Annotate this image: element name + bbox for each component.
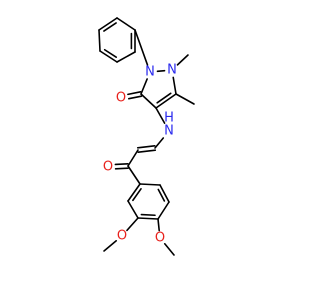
atom-label-n1: N [145,65,155,80]
bond-n1-n2 [156,69,166,73]
atom-label-nh-0: H [164,111,174,126]
bond-nh-c_v1 [154,137,165,149]
bond-c_ar1-c_ar2-inner [132,188,142,202]
bond-c_v1-c_v2-b [136,145,156,149]
bond-c_ar4-o4 [157,218,161,232]
bond-o4-c_ome4 [163,242,175,256]
bond-n1-c5 [140,78,148,95]
bond-c_ar3-c_ar4-inner [140,213,156,217]
atom-label-n2: N [167,63,177,78]
bond-c_v1-c_v2-a [137,149,157,153]
bond-c_ph2-c_ph3 [98,29,101,52]
bond-c3-c_me2 [175,93,195,105]
bonds-layer [98,17,195,256]
bond-c4-nh [155,107,166,124]
bond-c_ar3-o3 [126,217,139,232]
bond-c_ar2-c_ar3 [127,200,139,219]
bond-c_ar4-c_ar5 [157,201,170,220]
atom-o1: O [116,91,126,106]
bond-c3-c4 [155,93,177,109]
bond-c_v2-c_co [127,149,139,167]
bond-c_ph1-c_ph2 [98,17,118,31]
bond-n2-c3 [172,76,177,95]
bond-c_co-c_ar1 [127,165,141,185]
bond-c_ph4-c_ph5 [116,51,136,63]
atom-label-nh-1: N [164,124,174,139]
bond-c3-c4-inner [156,92,172,104]
bond-c_ar5-c_ar6-inner [157,188,166,202]
bond-c_co-o2-a [114,167,129,170]
bond-c_ar5-c_ar6 [159,184,170,203]
bond-c_ar1-c_ar2 [127,183,141,202]
bond-c_co-o2-b [114,163,129,166]
bond-c5-o1-b [127,91,142,96]
atom-label-o1: O [116,91,126,106]
bond-c_ph1-c_ph2-inner [103,22,117,32]
atom-o2: O [103,160,113,175]
atom-o4: O [155,231,165,246]
bond-c_ph6-n1 [134,29,149,66]
atom-label-o3: O [117,229,127,244]
bond-c_ar3-c_ar4 [137,217,159,220]
bond-c_ph3-c_ph4-inner [103,48,118,59]
atom-label-o4: O [155,231,165,246]
bond-o3-c_ome3 [103,240,118,252]
bond-c_ph3-c_ph4 [99,50,118,63]
bond-c_ph6-c_ph1 [116,17,136,31]
atom-o3: O [117,229,127,244]
bond-n2-c_me1 [176,54,189,66]
atom-n1: N [145,65,155,80]
bond-c5-o1-a [127,95,143,100]
atom-label-o2: O [103,160,113,175]
bond-c4-c5 [140,93,157,109]
atom-nh: HN [164,111,174,139]
atom-n2: N [167,63,177,78]
bond-c_ar6-c_ar1 [139,183,161,186]
